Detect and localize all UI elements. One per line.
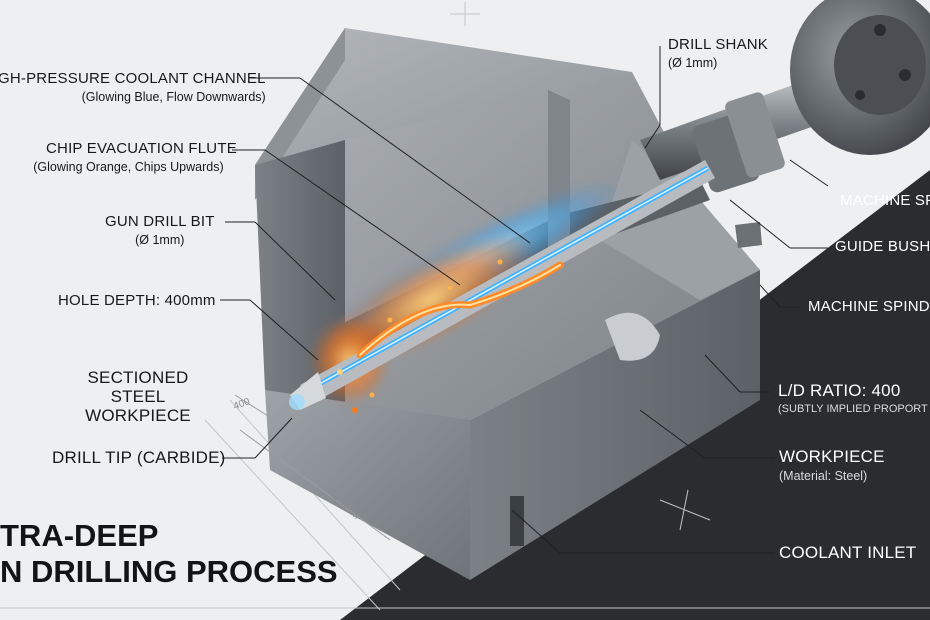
drill-shank-note: (Ø 1mm)	[668, 56, 718, 70]
machine-spindle-title: MACHINE SPINDL	[808, 298, 930, 315]
coolant-channel-title: GH-PRESSURE COOLANT CHANNEL	[0, 70, 266, 87]
label-guide-bushing: GUIDE BUSHI	[835, 238, 930, 255]
gun-drill-bit-note: (Ø 1mm)	[135, 233, 185, 247]
title-line-2: N DRILLING PROCESS	[0, 554, 338, 589]
drill-shank-title: DRILL SHANK	[668, 36, 769, 53]
chip-flute-title: CHIP EVACUATION FLUTE	[46, 140, 237, 157]
workpiece-note: (Material: Steel)	[779, 469, 868, 483]
chip-flute-note: (Glowing Orange, Chips Upwards)	[33, 160, 224, 174]
sectioned-workpiece-title: SECTIONED STEEL WORKPIECE	[85, 368, 191, 425]
ld-ratio-title: L/D RATIO: 400	[778, 381, 901, 400]
label-gun-drill-bit: GUN DRILL BIT (Ø 1mm)	[105, 213, 215, 247]
label-sectioned-workpiece: SECTIONED STEEL WORKPIECE	[58, 368, 218, 425]
label-machine-spindle: MACHINE SPINDL	[808, 298, 930, 315]
leader-lines	[220, 46, 829, 554]
label-ld-ratio: L/D RATIO: 400 (SUBTLY IMPLIED PROPORT	[778, 381, 928, 415]
label-drill-tip: DRILL TIP (CARBIDE)	[52, 448, 226, 467]
label-machine-spindle-top: MACHINE SP	[840, 192, 930, 209]
label-drill-shank: DRILL SHANK (Ø 1mm)	[668, 36, 768, 70]
dimension-lines	[234, 394, 391, 541]
machine-spindle-top-title: MACHINE SP	[840, 192, 930, 209]
machine-spindle	[640, 0, 930, 248]
label-coolant-channel: GH-PRESSURE COOLANT CHANNEL (Glowing Blu…	[0, 70, 266, 104]
gun-drill-bit-title: GUN DRILL BIT	[105, 213, 215, 230]
coolant-channel-note: (Glowing Blue, Flow Downwards)	[81, 90, 266, 104]
guide-bushing-title: GUIDE BUSHI	[835, 238, 930, 255]
drill-tip-title: DRILL TIP (CARBIDE)	[52, 448, 226, 467]
hole-depth-title: HOLE DEPTH: 400mm	[58, 292, 216, 309]
label-chip-flute: CHIP EVACUATION FLUTE (Glowing Orange, C…	[20, 140, 237, 174]
label-workpiece: WORKPIECE (Material: Steel)	[779, 447, 885, 483]
title-line-1: TRA-DEEP	[0, 518, 159, 553]
label-coolant-inlet: COOLANT INLET	[779, 543, 916, 562]
workpiece-title: WORKPIECE	[779, 447, 885, 466]
ld-ratio-note: (SUBTLY IMPLIED PROPORT	[778, 403, 928, 415]
label-hole-depth: HOLE DEPTH: 400mm	[58, 292, 216, 309]
page-title: TRA-DEEP N DRILLING PROCESS	[0, 518, 338, 590]
gun-drill	[289, 160, 715, 413]
coolant-inlet-title: COOLANT INLET	[779, 543, 917, 562]
